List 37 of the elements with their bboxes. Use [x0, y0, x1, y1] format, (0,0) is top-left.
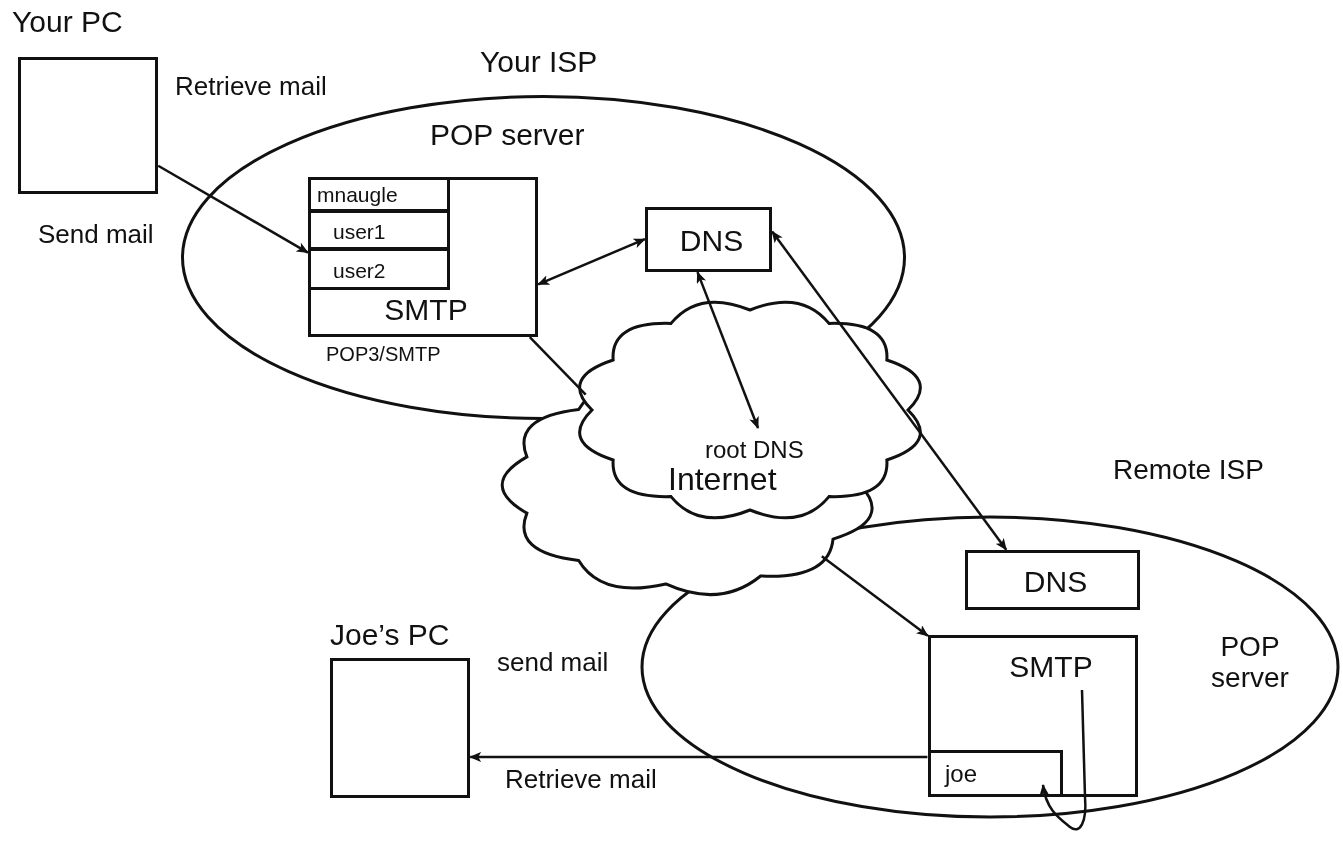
- node-label: Remote ISP: [1113, 455, 1264, 486]
- mailbox-row: [308, 210, 450, 250]
- double-arrow: [771, 230, 1008, 551]
- annotation-label: Retrieve mail: [505, 765, 657, 794]
- node-label: SMTP: [1008, 650, 1094, 683]
- double-arrow: [537, 238, 646, 286]
- node-label: DNS: [678, 224, 745, 257]
- connector-line: [528, 336, 587, 396]
- node-label: mnaugle: [317, 183, 398, 207]
- arrow: [469, 752, 928, 762]
- node-label: DNS: [1022, 565, 1089, 598]
- mailbox-row: [308, 248, 450, 290]
- double-arrow: [696, 271, 760, 429]
- node-label: Your ISP: [480, 45, 598, 78]
- dns-box: [965, 550, 1140, 610]
- node-label: user2: [333, 259, 386, 283]
- node-label: Your PC: [12, 5, 123, 38]
- annotation-label: POP3/SMTP: [326, 343, 441, 365]
- node-label: POP server: [1210, 632, 1290, 694]
- annotation-label: send mail: [497, 648, 609, 677]
- annotation-label: Send mail: [38, 220, 154, 249]
- node-label: SMTP: [383, 293, 469, 326]
- node-label: user1: [333, 220, 386, 244]
- server-box: [928, 635, 1138, 797]
- arrow: [1039, 784, 1087, 831]
- mailbox-row: [928, 750, 1063, 797]
- node-label: joe: [945, 761, 978, 788]
- node-label: POP server: [430, 118, 585, 151]
- mailbox-row: [308, 177, 450, 212]
- server-box: [308, 177, 538, 337]
- node-label: Internet: [668, 462, 777, 498]
- node-label: root DNS: [705, 437, 804, 464]
- arrow: [157, 164, 309, 254]
- dns-box: [645, 207, 772, 272]
- node-label: Joe’s PC: [330, 618, 450, 651]
- annotation-label: Retrieve mail: [175, 72, 327, 101]
- arrow: [821, 555, 929, 637]
